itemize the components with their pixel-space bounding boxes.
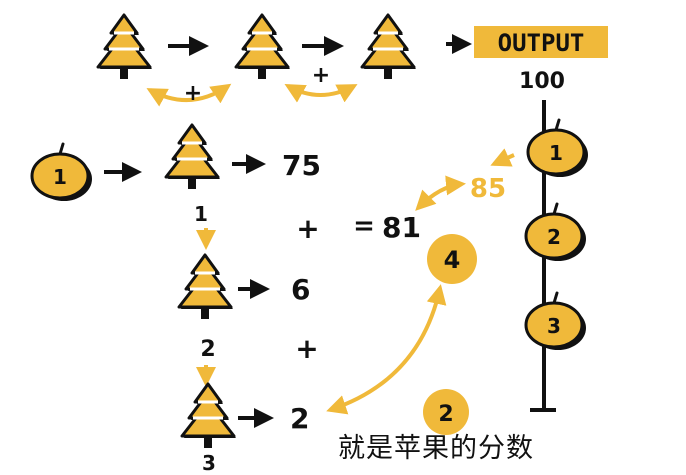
scale-top-label: 100 xyxy=(519,69,565,94)
target-value: 85 xyxy=(470,174,506,204)
scale-apple-3-label: 3 xyxy=(547,314,561,338)
chain-tree-2-icon xyxy=(177,253,235,321)
scale-apple-2-label: 2 xyxy=(547,225,561,249)
sum-value: 81 xyxy=(382,211,421,244)
top-tree-1-icon xyxy=(96,13,154,81)
residual-circle-1-icon xyxy=(427,234,477,284)
residual-curve-icon xyxy=(326,284,447,415)
chain-value-1: 75 xyxy=(282,149,321,182)
output-box xyxy=(474,26,608,58)
tree-2-index: 2 xyxy=(200,337,215,362)
chain-plus-1: + xyxy=(296,212,319,245)
caption: 就是苹果的分数 xyxy=(338,433,534,464)
chain-tree-3-icon xyxy=(180,382,238,450)
chain-plus-2: + xyxy=(295,332,318,365)
output-label: OUTPUT xyxy=(498,29,585,57)
top-curve-2-icon xyxy=(284,84,358,103)
tree-3-index: 3 xyxy=(202,451,216,475)
top-tree-3-icon xyxy=(360,13,418,81)
sum-equals: = xyxy=(353,211,375,241)
residual-label-1: 4 xyxy=(444,246,461,274)
chain-value-2: 6 xyxy=(291,273,310,306)
target-curve-icon xyxy=(415,175,466,211)
residual-label-2: 2 xyxy=(438,402,453,427)
top-plus-1: + xyxy=(184,81,202,106)
apple-label: 1 xyxy=(53,165,67,189)
tree-1-index: 1 xyxy=(194,202,208,226)
target-arrow-icon xyxy=(490,148,515,167)
top-curve-1-icon xyxy=(146,83,232,107)
top-plus-2: + xyxy=(312,63,330,88)
chain-tree-1-icon xyxy=(164,123,222,191)
scale-apple-1-label: 1 xyxy=(549,141,563,165)
chain-value-3: 2 xyxy=(290,402,309,435)
top-tree-2-icon xyxy=(234,13,292,81)
